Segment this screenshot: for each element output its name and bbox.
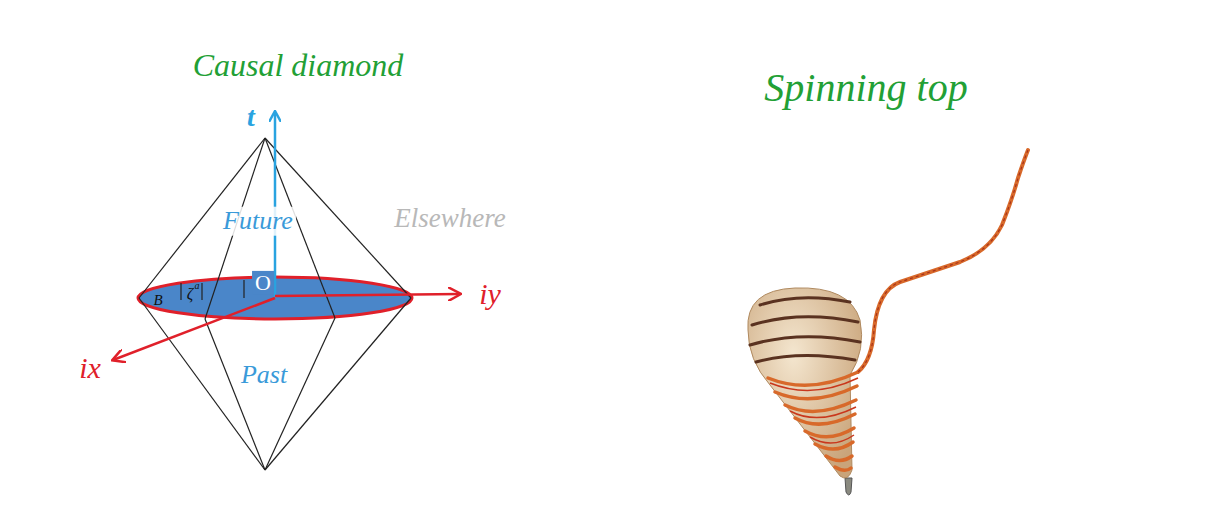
superscript: a (195, 280, 200, 291)
causal-diamond (113, 112, 460, 470)
axis-label: t (247, 102, 255, 133)
t-axis (274, 112, 277, 298)
region-label: Elsewhere (391, 204, 508, 234)
region-label: Future (220, 207, 296, 236)
spinning-top (748, 150, 1028, 495)
heading: Causal diamond (193, 48, 404, 83)
point-label: B (153, 292, 162, 309)
ix-axis (113, 298, 275, 360)
iy-axis (275, 294, 460, 296)
heading: Spinning top (764, 66, 967, 110)
axis-label: ix (79, 351, 101, 384)
origin-label: O (252, 271, 274, 295)
region-label: Past (238, 361, 290, 390)
symbol-label: ζ (187, 285, 193, 303)
axis-label: iy (479, 277, 501, 310)
